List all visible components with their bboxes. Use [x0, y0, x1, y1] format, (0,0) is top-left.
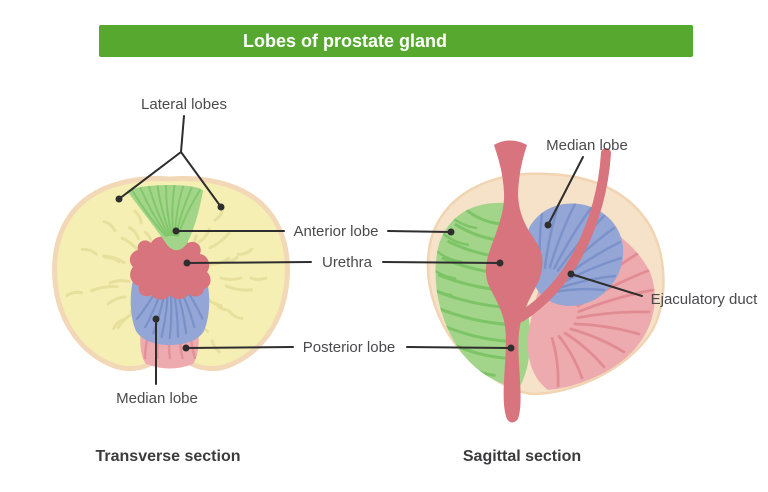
sagittal-section-figure	[426, 140, 665, 423]
sagittal-ejaculatory-duct-region	[516, 148, 611, 322]
leader-anterior-lobe	[172, 227, 455, 236]
label-anterior-lobe: Anterior lobe	[293, 223, 378, 240]
label-lateral-lobes: Lateral lobes	[141, 96, 227, 113]
sagittal-urethra-region	[485, 140, 543, 423]
label-median-lobe-transverse: Median lobe	[116, 390, 198, 407]
leader-median-lobe-transverse	[152, 315, 160, 385]
transverse-section-figure	[52, 176, 290, 372]
label-urethra: Urethra	[322, 254, 373, 271]
label-posterior-lobe: Posterior lobe	[303, 339, 396, 356]
caption-transverse-section: Transverse section	[96, 448, 241, 465]
leader-urethra	[183, 259, 504, 267]
title-banner: Lobes of prostate gland	[99, 25, 693, 57]
caption-sagittal-section: Sagittal section	[463, 448, 581, 465]
label-ejaculatory-duct: Ejaculatory duct	[651, 291, 759, 308]
leader-ejaculatory-duct	[567, 270, 643, 297]
leader-lateral-lobes	[115, 115, 225, 211]
leader-posterior-lobe	[182, 344, 515, 352]
title-banner-background	[99, 25, 693, 57]
label-median-lobe-sagittal: Median lobe	[546, 137, 628, 154]
leader-median-lobe-sagittal	[544, 156, 584, 229]
transverse-urethra-region	[129, 236, 211, 300]
page-title: Lobes of prostate gland	[243, 31, 447, 51]
